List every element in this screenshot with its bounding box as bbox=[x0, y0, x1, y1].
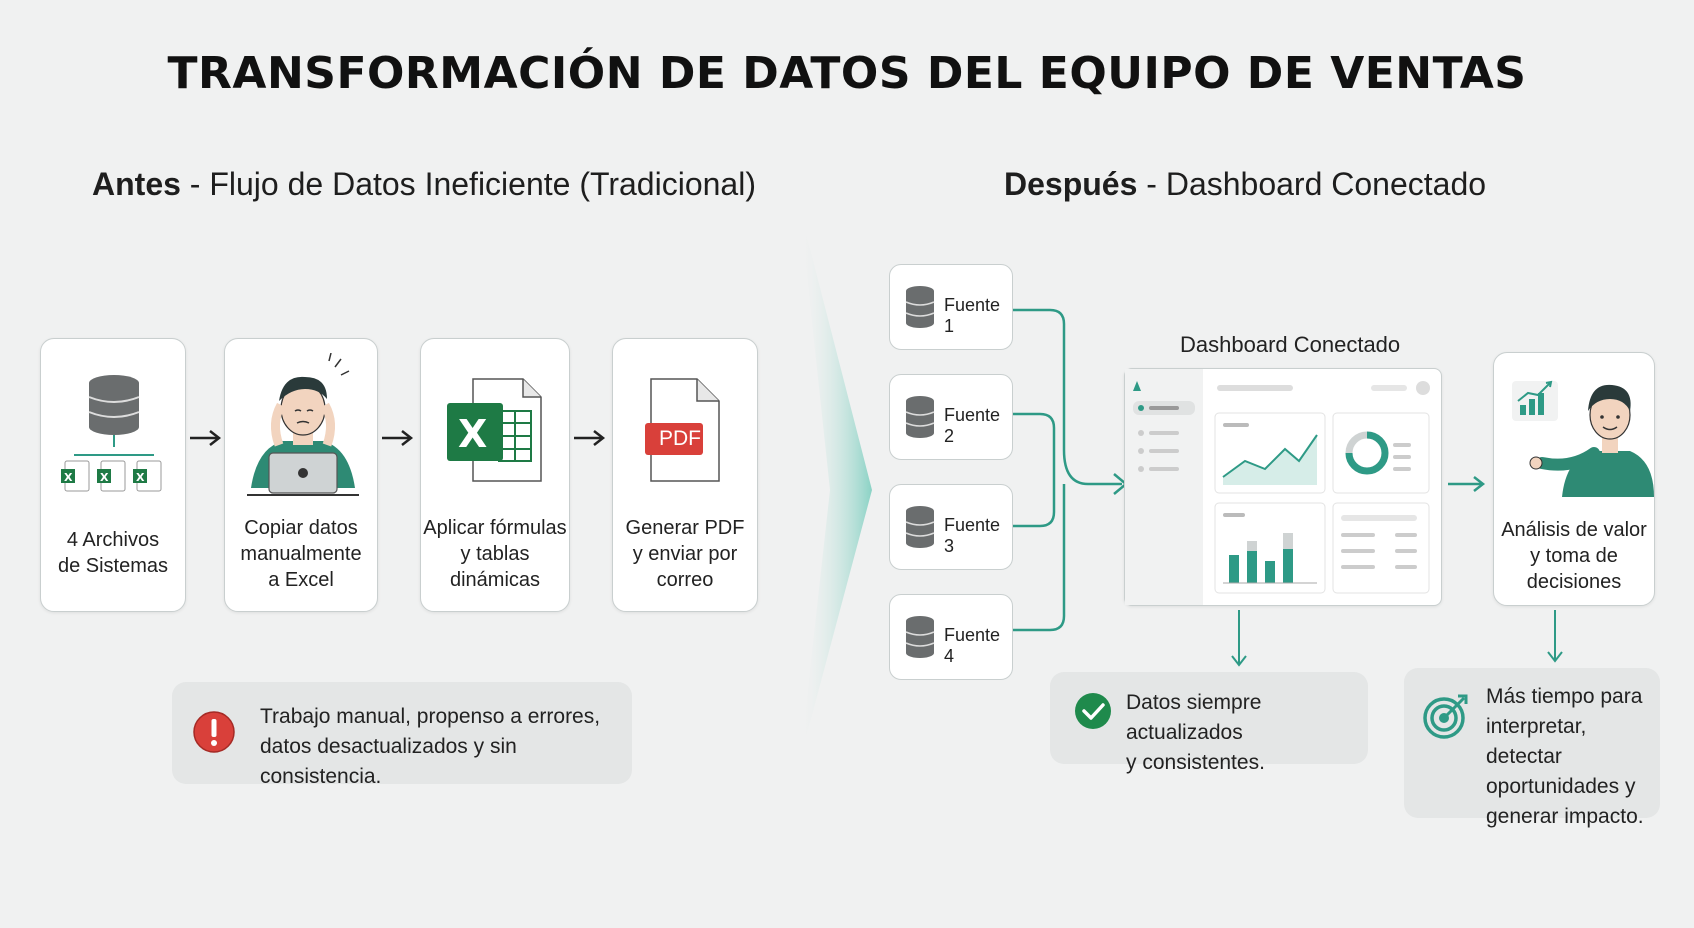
benefit-note-2: Más tiempo para interpretar, detectar op… bbox=[1404, 668, 1660, 828]
step-card-pdf: PDF Generar PDF y enviar por correo bbox=[612, 338, 758, 612]
svg-text:X: X bbox=[100, 471, 109, 484]
check-icon bbox=[1075, 693, 1111, 729]
source-label-1: Fuente 1 bbox=[944, 295, 1001, 336]
database-excel-files-icon: X X X bbox=[61, 375, 162, 492]
benefit-text-1: Datos siempre actualizados y consistente… bbox=[1126, 691, 1265, 774]
step-label-pdf: Generar PDF y enviar por correo bbox=[625, 517, 745, 591]
analysis-label: Análisis de valor y toma de decisiones bbox=[1501, 519, 1647, 593]
divider-chevron bbox=[800, 210, 872, 760]
arrow-right-icon bbox=[1448, 476, 1486, 492]
page-title: TRANSFORMACIÓN DE DATOS DEL EQUIPO DE VE… bbox=[167, 48, 1527, 99]
after-heading-bold: Después bbox=[1004, 166, 1138, 202]
arrow-down-icon bbox=[1547, 610, 1563, 663]
dashboard-label: Dashboard Conectado bbox=[1180, 332, 1401, 357]
warning-icon bbox=[193, 711, 235, 753]
benefit-note-1: Datos siempre actualizados y consistente… bbox=[1050, 672, 1368, 774]
stressed-person-laptop-icon bbox=[247, 353, 359, 496]
pdf-icon-text: PDF bbox=[659, 427, 701, 450]
step-label-formulas: Aplicar fórmulas y tablas dinámicas bbox=[423, 517, 567, 591]
arrow-right-icon bbox=[188, 428, 224, 453]
source-connectors bbox=[1012, 308, 1128, 632]
before-heading-rest: - Flujo de Datos Ineficiente (Tradiciona… bbox=[180, 166, 756, 202]
analysis-card: Análisis de valor y toma de decisiones bbox=[1493, 352, 1655, 606]
arrow-right-icon bbox=[572, 428, 608, 453]
benefit-text-2: Más tiempo para interpretar, detectar op… bbox=[1486, 685, 1644, 828]
source-label-3: Fuente 3 bbox=[944, 515, 1001, 556]
database-icon bbox=[905, 616, 935, 658]
database-icon bbox=[905, 286, 935, 328]
database-icon bbox=[905, 396, 935, 438]
excel-icon: X bbox=[447, 378, 542, 482]
dashboard-preview-illustration bbox=[1125, 369, 1430, 605]
source-label-2: Fuente 2 bbox=[944, 405, 1001, 446]
database-icon bbox=[905, 506, 935, 548]
svg-text:X: X bbox=[458, 412, 487, 456]
source-card-3: Fuente 3 bbox=[889, 484, 1013, 570]
arrow-down-icon bbox=[1231, 610, 1247, 667]
person-pointing-chart-icon bbox=[1512, 380, 1654, 497]
step-card-copiar: Copiar datos manualmente a Excel bbox=[224, 338, 378, 612]
source-card-1: Fuente 1 bbox=[889, 264, 1013, 350]
dashboard-mockup bbox=[1124, 368, 1442, 606]
problem-note: Trabajo manual, propenso a errores, dato… bbox=[172, 682, 632, 788]
after-heading: Después - Dashboard Conectado bbox=[1004, 166, 1486, 203]
source-label-4: Fuente 4 bbox=[944, 625, 1001, 666]
step-label-copiar: Copiar datos manualmente a Excel bbox=[240, 517, 362, 591]
step-card-archivos: X X X 4 Archivos de Sistemas bbox=[40, 338, 186, 612]
before-heading: Antes - Flujo de Datos Ineficiente (Trad… bbox=[92, 166, 756, 203]
arrow-right-icon bbox=[380, 428, 416, 453]
svg-text:X: X bbox=[64, 471, 73, 484]
pdf-icon bbox=[645, 378, 720, 482]
after-heading-rest: - Dashboard Conectado bbox=[1137, 166, 1487, 202]
source-card-2: Fuente 2 bbox=[889, 374, 1013, 460]
svg-text:X: X bbox=[136, 471, 145, 484]
source-card-4: Fuente 4 bbox=[889, 594, 1013, 680]
step-label-archivos: 4 Archivos de Sistemas bbox=[57, 529, 169, 577]
step-card-formulas: X Aplicar fórmulas y tablas dinámicas bbox=[420, 338, 570, 612]
target-icon bbox=[1423, 694, 1468, 739]
problem-text: Trabajo manual, propenso a errores, dato… bbox=[260, 705, 601, 788]
before-heading-bold: Antes bbox=[92, 166, 181, 202]
